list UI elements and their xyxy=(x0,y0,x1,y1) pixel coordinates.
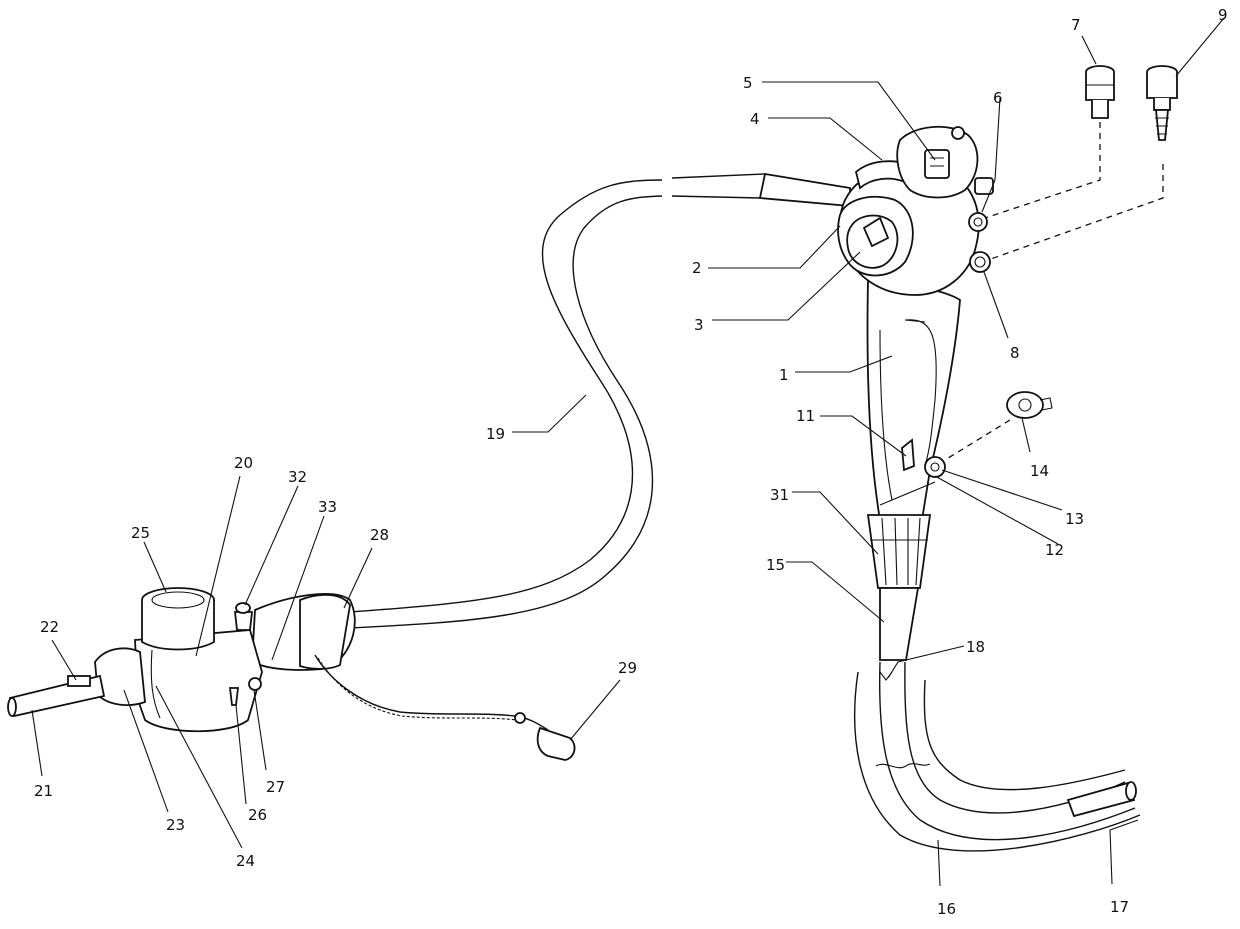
bend-relief xyxy=(880,588,918,660)
control-head xyxy=(838,127,993,520)
label-15: 15 xyxy=(766,556,785,574)
label-4: 4 xyxy=(750,110,760,128)
chain-and-cap xyxy=(315,655,575,760)
label-21: 21 xyxy=(34,782,53,800)
dashed-assembly-line-7 xyxy=(985,122,1100,218)
label-17: 17 xyxy=(1110,898,1129,916)
label-28: 28 xyxy=(370,526,389,544)
label-29: 29 xyxy=(618,659,637,677)
label-33: 33 xyxy=(318,498,337,516)
label-2: 2 xyxy=(692,259,702,277)
label-27: 27 xyxy=(266,778,285,796)
spare-valve-7 xyxy=(1086,66,1114,118)
label-6: 6 xyxy=(993,89,1003,107)
label-12: 12 xyxy=(1045,541,1064,559)
label-3: 3 xyxy=(694,316,704,334)
label-8: 8 xyxy=(1010,344,1020,362)
spare-cap-14 xyxy=(1007,392,1052,418)
label-14: 14 xyxy=(1030,462,1049,480)
label-20: 20 xyxy=(234,454,253,472)
label-26: 26 xyxy=(248,806,267,824)
label-22: 22 xyxy=(40,618,59,636)
label-5: 5 xyxy=(743,74,753,92)
spare-valve-9 xyxy=(1147,66,1177,140)
grip-sleeve xyxy=(868,515,930,588)
label-23: 23 xyxy=(166,816,185,834)
label-16: 16 xyxy=(937,900,956,918)
label-24: 24 xyxy=(236,852,255,870)
dashed-assembly-line-9 xyxy=(988,164,1163,260)
label-13: 13 xyxy=(1065,510,1084,528)
light-guide-connector xyxy=(8,588,355,731)
label-1: 1 xyxy=(779,366,789,384)
leader-lines xyxy=(32,18,1224,886)
part-labels: 1 2 3 4 5 6 7 8 9 11 12 13 14 15 16 17 1… xyxy=(34,6,1228,918)
label-7: 7 xyxy=(1071,16,1081,34)
label-18: 18 xyxy=(966,638,985,656)
dashed-assembly-line-14 xyxy=(945,420,1010,460)
label-11: 11 xyxy=(796,407,815,425)
label-32: 32 xyxy=(288,468,307,486)
label-25: 25 xyxy=(131,524,150,542)
label-31: 31 xyxy=(770,486,789,504)
label-19: 19 xyxy=(486,425,505,443)
insertion-tube xyxy=(855,662,1140,851)
label-9: 9 xyxy=(1218,6,1228,24)
